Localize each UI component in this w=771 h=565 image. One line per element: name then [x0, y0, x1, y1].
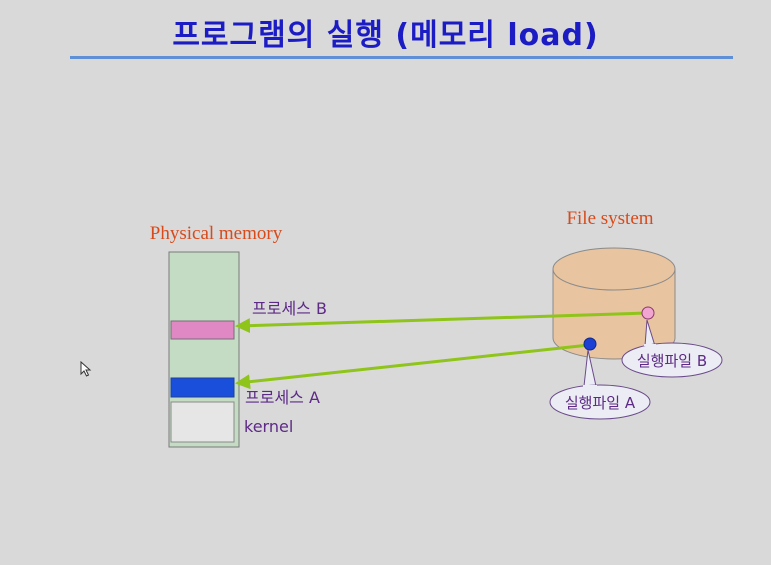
process-a-label: 프로세스 A	[245, 388, 320, 407]
physical-memory-label: Physical memory	[150, 223, 283, 244]
process-b-segment	[170, 320, 235, 340]
executable-a-callout: 실행파일 A	[549, 349, 651, 420]
load-arrow-a	[235, 343, 590, 390]
executable-a-dot	[583, 337, 597, 351]
load-arrow-b	[235, 311, 649, 334]
executable-b-callout: 실행파일 B	[621, 319, 723, 378]
executable-a-label: 실행파일 A	[565, 394, 636, 412]
executable-b-dot	[641, 306, 655, 320]
kernel-segment	[170, 401, 235, 443]
slide-title: 프로그램의 실행 (메모리 load)	[172, 18, 599, 53]
process-b-label: 프로세스 B	[252, 299, 327, 318]
mouse-cursor-icon	[80, 361, 92, 377]
executable-b-label: 실행파일 B	[637, 352, 707, 370]
disk-cylinder	[552, 247, 676, 360]
title-underline	[70, 56, 733, 59]
process-a-segment	[170, 377, 235, 398]
kernel-label: kernel	[244, 417, 293, 436]
file-system-label: File system	[566, 208, 653, 229]
